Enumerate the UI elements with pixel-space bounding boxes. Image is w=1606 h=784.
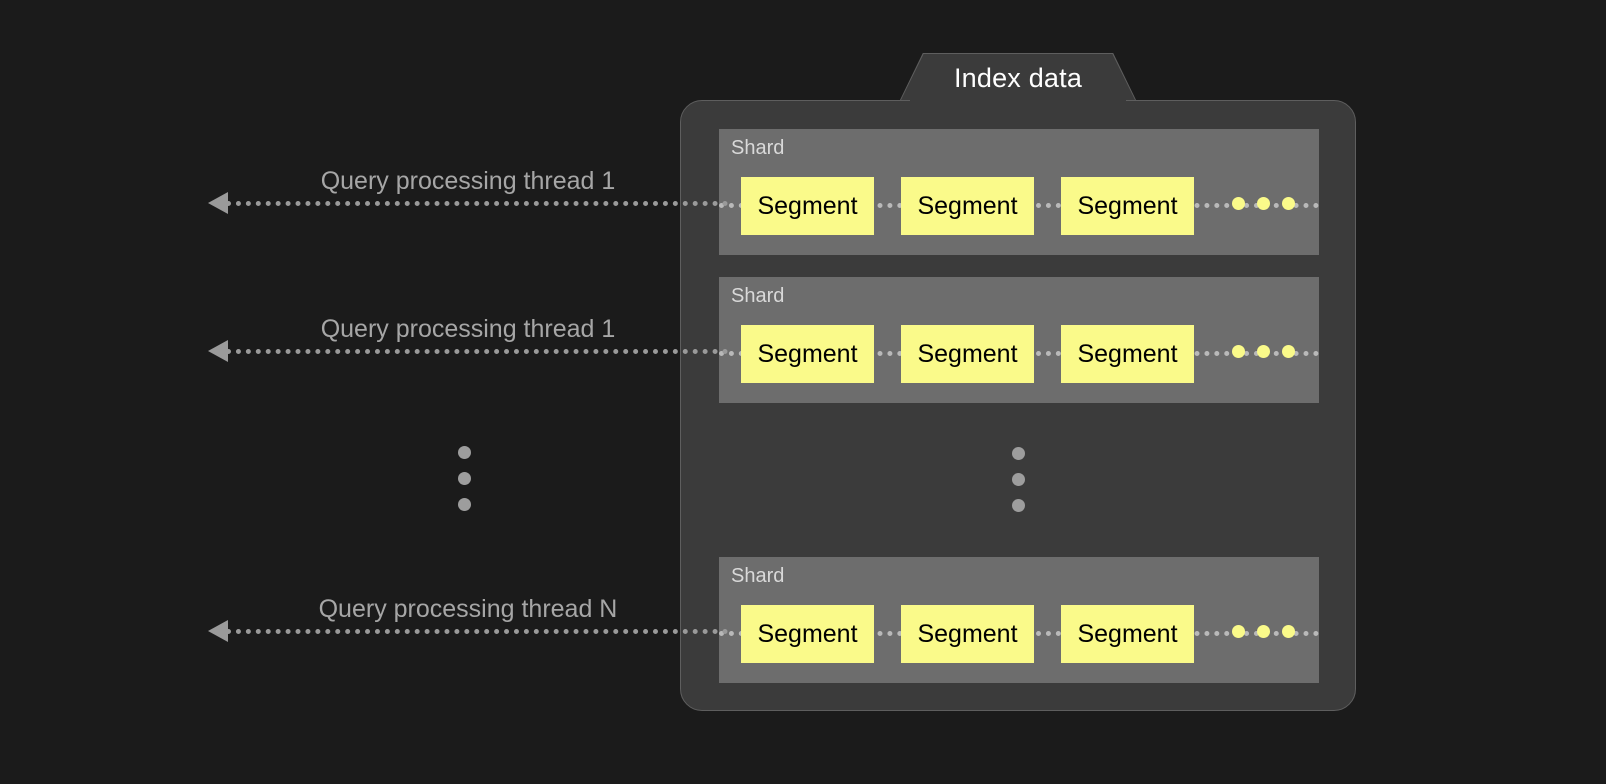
segment-box: Segment [741,177,874,235]
ellipsis-dot [1012,447,1025,460]
index-data-panel: Shard Segment Segment Segment Shard Segm… [680,100,1356,711]
segment-box: Segment [901,177,1034,235]
panel-vertical-ellipsis [1012,447,1026,525]
segment-ellipsis-dot [1282,345,1295,358]
segment-ellipsis-dot [1232,625,1245,638]
arrow-head-icon [208,340,228,362]
query-thread-arrow: Query processing thread 1 [208,167,728,222]
index-data-tab-label: Index data [953,62,1083,93]
arrow-head-icon [208,192,228,214]
query-thread-arrow: Query processing thread N [208,595,728,650]
ellipsis-dot [458,446,471,459]
segment-box: Segment [741,605,874,663]
arrow-head-icon [208,620,228,642]
ellipsis-dot [458,498,471,511]
segment-ellipsis-dot [1282,625,1295,638]
arrow-dotted-line [226,349,728,354]
shard-label: Shard [731,565,785,587]
query-thread-label: Query processing thread 1 [320,167,616,195]
segment-box: Segment [1061,605,1194,663]
segment-box: Segment [901,605,1034,663]
index-data-tab [900,54,1136,102]
segment-box: Segment [1061,325,1194,383]
query-thread-label: Query processing thread N [318,595,618,623]
ellipsis-dot [458,472,471,485]
shard-label: Shard [731,137,785,159]
segment-box: Segment [741,325,874,383]
threads-vertical-ellipsis [458,446,472,524]
ellipsis-dot [1012,499,1025,512]
segment-ellipsis-dot [1257,625,1270,638]
shard-container: Shard Segment Segment Segment [719,557,1319,683]
shard-container: Shard Segment Segment Segment [719,277,1319,403]
query-thread-arrow: Query processing thread 1 [208,315,728,370]
ellipsis-dot [1012,473,1025,486]
shard-label: Shard [731,285,785,307]
segment-box: Segment [901,325,1034,383]
segment-box: Segment [1061,177,1194,235]
tab-seam [910,96,1126,106]
shard-container: Shard Segment Segment Segment [719,129,1319,255]
arrow-dotted-line [226,201,728,206]
segment-ellipsis-dot [1232,345,1245,358]
segment-ellipsis-dot [1257,197,1270,210]
query-thread-label: Query processing thread 1 [320,315,616,343]
segment-ellipsis-dot [1282,197,1295,210]
segment-ellipsis-dot [1257,345,1270,358]
segment-ellipsis-dot [1232,197,1245,210]
arrow-dotted-line [226,629,728,634]
